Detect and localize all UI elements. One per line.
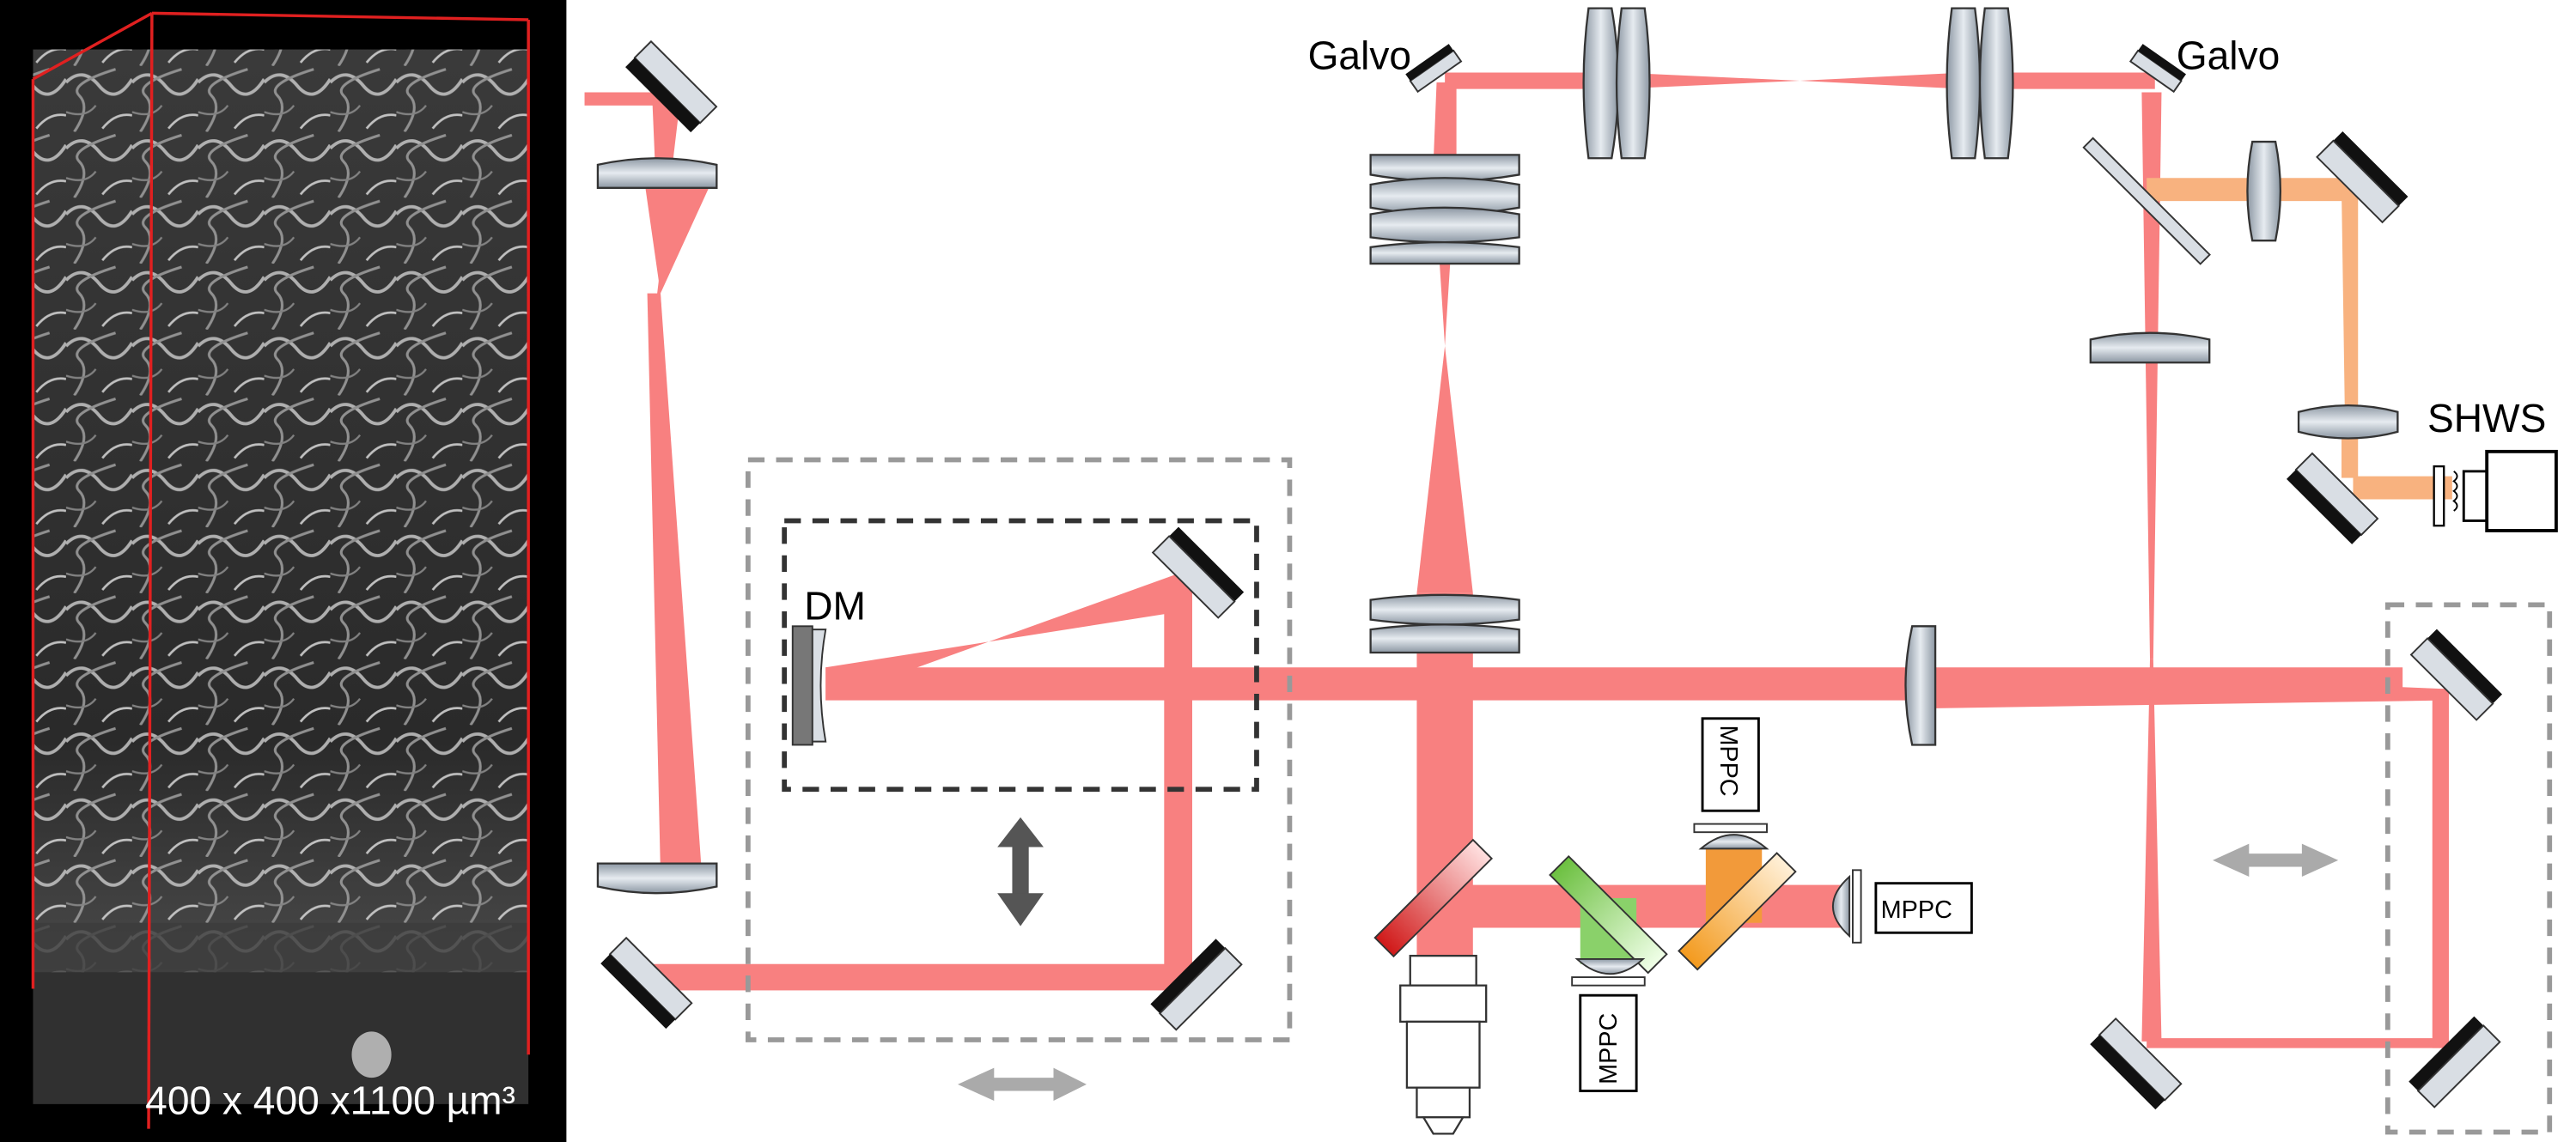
dichroic-orange — [1678, 852, 1797, 971]
horizontal-stage-arrow-left — [958, 1067, 1087, 1102]
lens-stack-lower — [1369, 593, 1520, 654]
mirror-shws-bottom — [2287, 452, 2379, 544]
mirror-bottom-stage — [1150, 939, 1243, 1031]
dichroic-green — [1549, 854, 1668, 975]
detector-optics — [1571, 823, 1862, 987]
galvo-right-mirror — [2128, 44, 2187, 94]
mppc-top-label: MPPC — [1714, 725, 1742, 796]
lens-pair-top-right — [1946, 7, 2014, 160]
mirror-top-stage — [1151, 526, 1245, 619]
mirror-bottom-left — [600, 936, 693, 1030]
lens-stack-upper — [1369, 154, 1520, 265]
mirror-right-top — [2409, 629, 2503, 721]
mirror-right-bottom — [2409, 1016, 2501, 1109]
vertical-adjust-arrow — [997, 817, 1044, 926]
mppc-detector-bottom: MPPC — [1579, 993, 1638, 1092]
mppc-bottom-label: MPPC — [1595, 1013, 1623, 1084]
volume-frame — [31, 11, 530, 1129]
galvo-left-label: Galvo — [1308, 33, 1411, 78]
lens-shws-horizontal — [2246, 140, 2281, 242]
shws-label: SHWS — [2427, 396, 2546, 440]
dm-label: DM — [804, 584, 866, 629]
lens-left-bottom — [596, 862, 718, 895]
volume-caption: 400 x 400 x1100 µm³ — [145, 1078, 515, 1122]
beam-splitter — [2082, 137, 2211, 265]
mppc-detector-right: MPPC — [1874, 882, 1973, 934]
mppc-right-label: MPPC — [1881, 896, 1952, 924]
mppc-detector-top: MPPC — [1701, 717, 1760, 812]
dichroic-red — [1373, 838, 1494, 958]
lens-main-beam — [1904, 625, 1937, 746]
dm-box — [782, 518, 1259, 793]
horizontal-stage-arrow-right — [2213, 843, 2339, 878]
galvo-right-label: Galvo — [2177, 33, 2280, 78]
deformable-mirror — [791, 625, 827, 746]
translation-stage-box-right — [2384, 602, 2553, 1135]
galvo-left-mirror — [1405, 44, 1463, 94]
mirrors — [600, 39, 2503, 1110]
objective-lens — [1399, 954, 1488, 1135]
mirror-bottom-right — [2090, 1017, 2183, 1110]
mirror-top-left — [625, 39, 718, 133]
lens-shws-vertical — [2297, 404, 2399, 440]
lens-left-top — [596, 157, 718, 189]
vessel-volume-image: 400 x 400 x1100 µm³ — [0, 0, 567, 1142]
mirror-shws-top — [2316, 131, 2409, 224]
shws-camera — [2433, 449, 2558, 532]
lens-pair-top-left — [1582, 7, 1651, 160]
lens-right-vertical-path — [2089, 331, 2211, 364]
lenses — [596, 7, 2399, 895]
